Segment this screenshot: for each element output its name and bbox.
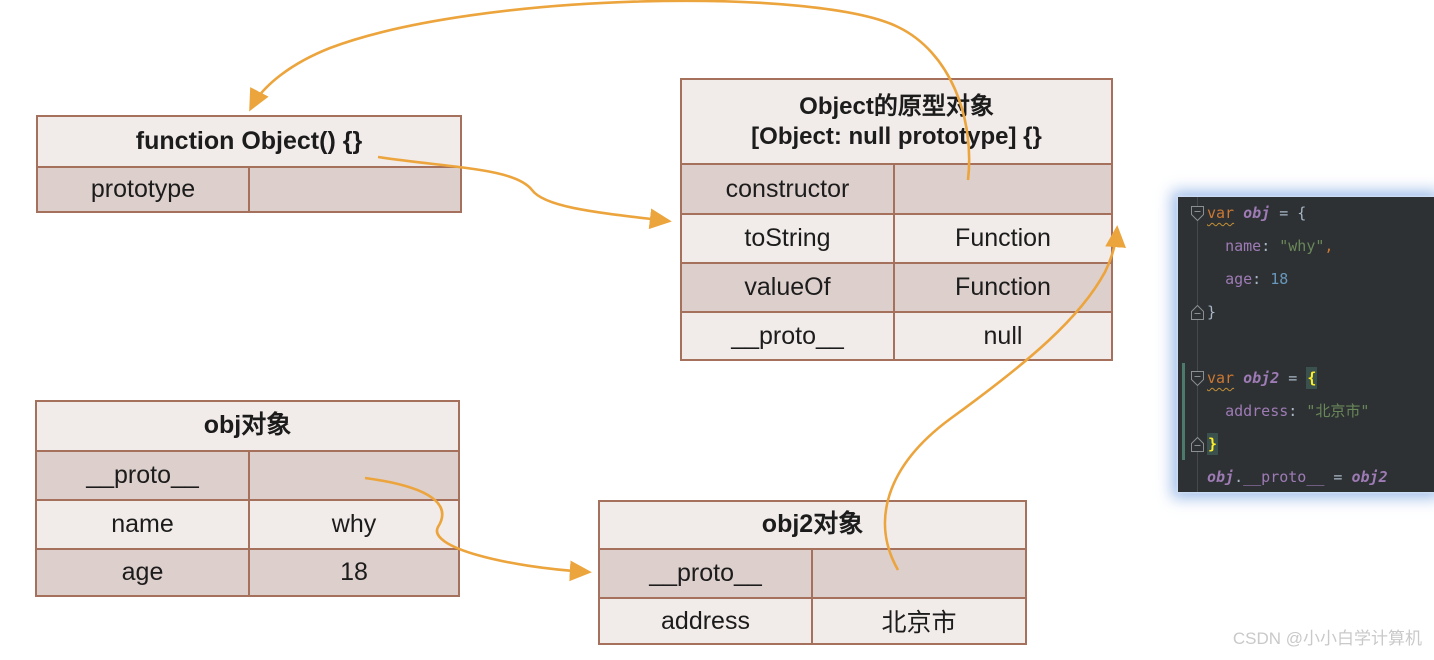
fold-collapse-icon[interactable] (1191, 371, 1204, 386)
property-age: age (1225, 270, 1253, 288)
table-object-prototype: Object的原型对象 [Object: null prototype] {} … (680, 78, 1113, 361)
gutter-divider (1197, 197, 1198, 492)
property-key: prototype (38, 168, 250, 211)
table-row: prototype (38, 168, 460, 211)
property-value: 18 (340, 558, 368, 586)
property-value: 北京市 (881, 609, 957, 637)
code-line: address: "北京市" (1225, 402, 1370, 420)
property-key: __proto__ (600, 550, 813, 597)
variable-obj: obj (1207, 468, 1235, 486)
matched-brace: { (1306, 367, 1318, 389)
table-row: name why (37, 501, 458, 550)
property-key: name (37, 501, 250, 548)
table-row: constructor (682, 165, 1111, 215)
vcs-change-marker (1182, 363, 1185, 460)
table-function-object: function Object() {} prototype (36, 115, 462, 213)
table-obj2: obj2对象 __proto__ address 北京市 (598, 500, 1027, 645)
table-function-object-title: function Object() {} (38, 117, 460, 168)
table-obj2-title: obj2对象 (600, 502, 1025, 550)
table-row: age 18 (37, 550, 458, 595)
property-key: address (600, 599, 813, 643)
property-value: why (331, 510, 377, 538)
property-value (813, 550, 1025, 597)
table-row: __proto__ (600, 550, 1025, 599)
code-line: } (1207, 428, 1434, 461)
table-row: toString Function (682, 215, 1111, 264)
number-literal: 18 (1270, 270, 1289, 288)
code-line: var obj2 = { (1207, 367, 1318, 389)
keyword-var: var (1207, 369, 1235, 387)
code-line (1207, 329, 1434, 362)
property-key: valueOf (682, 264, 895, 311)
keyword-var: var (1207, 204, 1235, 222)
property-key: __proto__ (37, 452, 250, 499)
fold-expand-icon[interactable] (1191, 437, 1204, 452)
property-value: Function (955, 273, 1051, 301)
variable-obj2: obj2 (1351, 468, 1388, 486)
table-obj: obj对象 __proto__ name why age 18 (35, 400, 460, 597)
table-row: __proto__ null (682, 313, 1111, 359)
property-value: null (983, 321, 1023, 350)
fold-collapse-icon[interactable] (1191, 206, 1204, 221)
property-key: __proto__ (682, 313, 895, 359)
csdn-watermark: CSDN @小小白学计算机 (1232, 629, 1422, 648)
property-value (250, 168, 460, 211)
property-value (895, 165, 1111, 213)
fold-expand-icon[interactable] (1191, 305, 1204, 320)
string-literal: "北京市" (1306, 402, 1370, 420)
property-key: age (37, 550, 250, 595)
variable-obj2: obj2 (1243, 369, 1280, 387)
code-lines[interactable]: var obj = { name: "why", age: 18 } var o… (1207, 197, 1434, 494)
code-line: age: 18 (1225, 270, 1289, 288)
title-line-2: [Object: null prototype] {} (751, 122, 1042, 150)
code-editor-panel: var obj = { name: "why", age: 18 } var o… (1178, 197, 1434, 492)
table-row: valueOf Function (682, 264, 1111, 313)
code-line: name: "why", (1225, 237, 1334, 255)
property-value: Function (955, 224, 1051, 252)
code-line: var obj = { (1207, 204, 1307, 222)
property-name: name (1225, 237, 1262, 255)
table-row: address 北京市 (600, 599, 1025, 643)
matched-brace: } (1207, 433, 1219, 455)
title-line-1: Object的原型对象 (799, 92, 994, 120)
property-proto: __proto__ (1243, 468, 1325, 486)
table-obj-title: obj对象 (37, 402, 458, 452)
property-value (250, 452, 458, 499)
table-row: __proto__ (37, 452, 458, 501)
variable-obj: obj (1243, 204, 1271, 222)
property-key: constructor (682, 165, 895, 213)
property-address: address (1225, 402, 1289, 420)
property-key: toString (682, 215, 895, 262)
table-object-prototype-title: Object的原型对象 [Object: null prototype] {} (682, 80, 1111, 165)
code-line: obj.__proto__ = obj2 (1207, 468, 1388, 486)
string-literal: "why" (1279, 237, 1325, 255)
code-line: } (1207, 303, 1217, 321)
